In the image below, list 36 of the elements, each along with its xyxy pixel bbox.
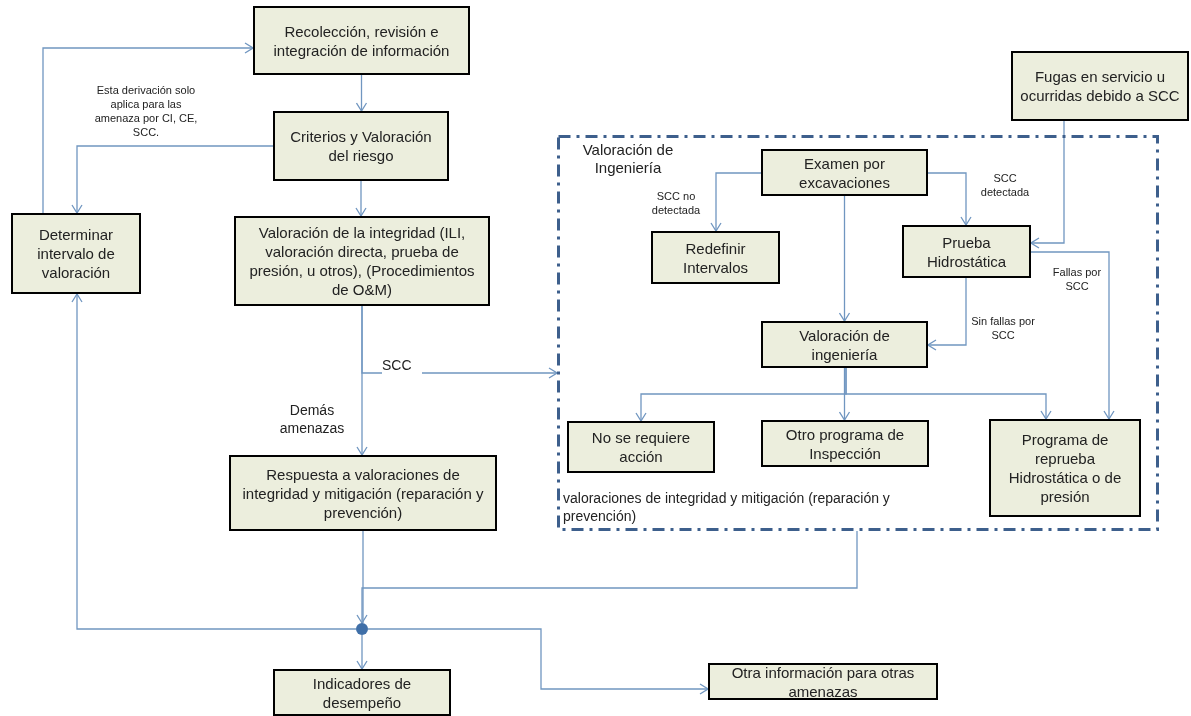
connector-arrow: [838, 367, 851, 421]
process-box: Redefinir Intervalos: [651, 231, 780, 284]
process-box: Indicadores de desempeño: [273, 669, 451, 716]
connector-arrow: [356, 305, 368, 456]
connector-arrow: [355, 180, 367, 217]
connector-arrow: [927, 172, 972, 226]
connector-arrow: [356, 530, 858, 624]
process-box: Determinar intervalo de valoración: [11, 213, 141, 294]
process-box: No se requiere acción: [567, 421, 715, 473]
connector-arrow: [838, 195, 851, 322]
process-box: Valoración de la integridad (ILI, valoración directa, prueba de presión, u otros), (Procedimientos de O&M): [234, 216, 490, 306]
connector-arrow: [71, 293, 357, 630]
connector-arrow: [355, 74, 368, 112]
connector-arrow: [356, 634, 368, 670]
process-box: Criterios y Valoración del riesgo: [273, 111, 449, 181]
connector-arrow: [1030, 120, 1065, 249]
process-box: Otro programa de Inspección: [761, 420, 929, 467]
connector-arrow: [710, 172, 762, 232]
connector-arrow: [367, 628, 709, 695]
process-box: Programa de reprueba Hidrostática o de presión: [989, 419, 1141, 517]
process-box: Respuesta a valoraciones de integridad y mitigación (reparación y prevención): [229, 455, 497, 531]
dash-dot-group-frame: [557, 135, 1159, 531]
connector-arrow: [42, 42, 254, 214]
process-box: Otra información para otras amenazas: [708, 663, 938, 700]
connector-arrow: [845, 367, 1052, 420]
process-box: Fugas en servicio u ocurridas debido a SCC: [1011, 51, 1189, 121]
process-box: Examen por excavaciones: [761, 149, 928, 196]
process-box: Prueba Hidrostática: [902, 225, 1031, 278]
group-note: valoraciones de integridad y mitigación (reparación y prevención): [563, 489, 891, 525]
process-box: Valoración de ingeniería: [761, 321, 928, 368]
edge-label: Sin fallas por SCC: [970, 314, 1036, 342]
connector-arrow: [1030, 251, 1115, 420]
connector-arrow: [71, 145, 274, 214]
process-box: Recolección, revisión e integración de información: [253, 6, 470, 75]
group-heading: Valoración de Ingeniería: [581, 141, 675, 177]
connector-arrow: [927, 277, 967, 351]
